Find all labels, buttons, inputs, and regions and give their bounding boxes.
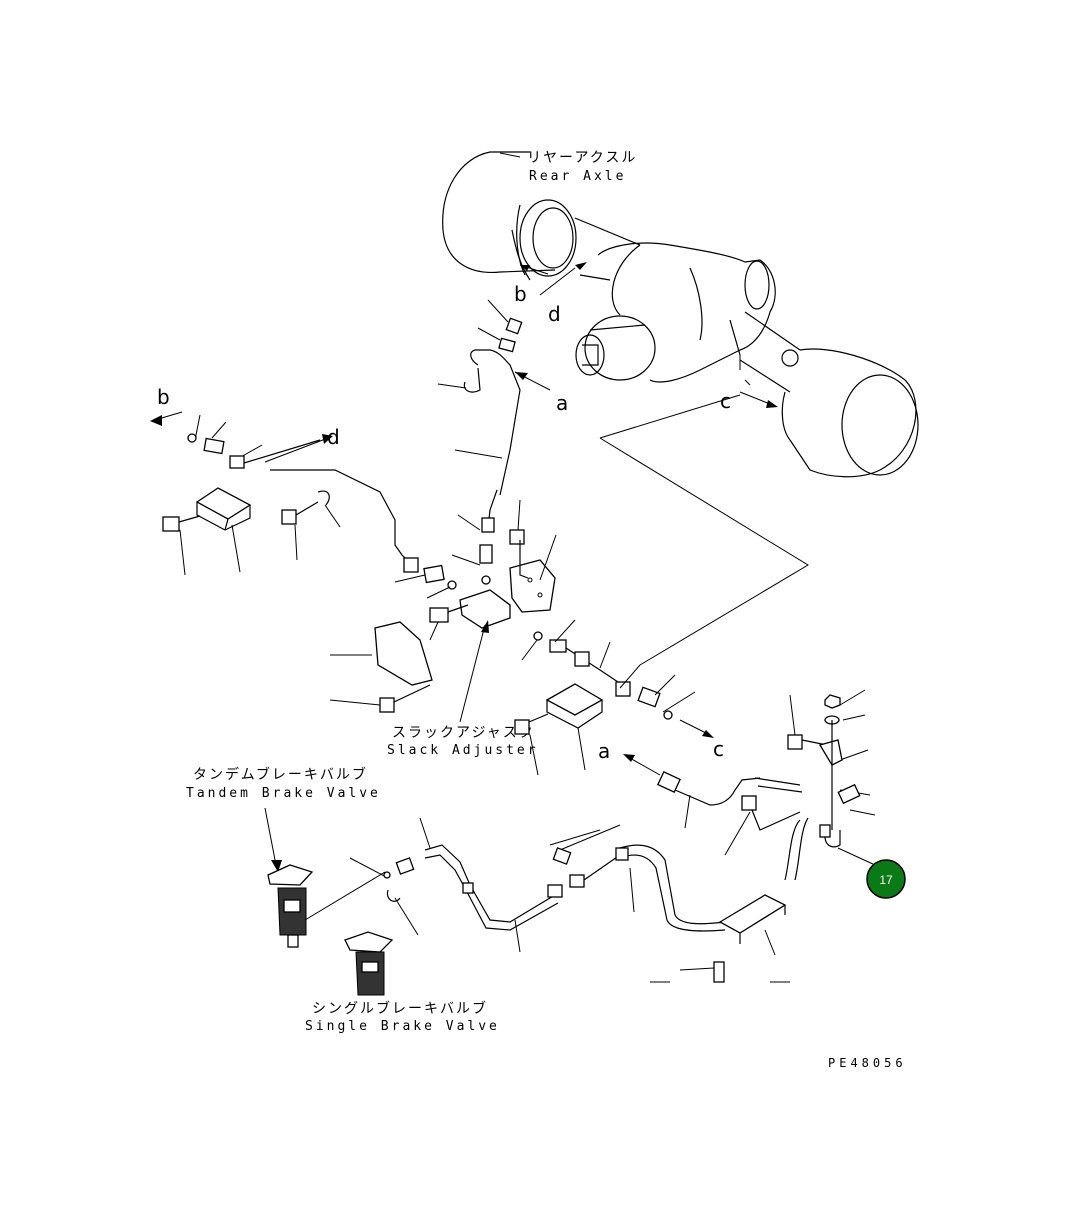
rear-axle-label-en: Rear Axle	[529, 169, 626, 184]
tandem-brake-valve-label-en: Tandem Brake Valve	[186, 786, 381, 801]
callout-17-number: 17	[879, 873, 893, 887]
lower-piping: a	[598, 739, 803, 856]
letter-b-axle: b	[514, 282, 527, 306]
letter-d-left: d	[327, 425, 340, 449]
letter-c-lower: c	[713, 737, 724, 761]
rear-axle-label-jp: リヤーアクスル	[527, 150, 637, 166]
single-brake-valve: シングルブレーキバルブ Single Brake Valve	[305, 931, 500, 1034]
letter-d-axle: d	[548, 302, 561, 326]
letter-a-lower: a	[598, 739, 610, 763]
letter-b-left: b	[157, 385, 170, 409]
letter-c-axle: c	[720, 389, 731, 413]
slack-adjuster-label-jp: スラックアジャスタ	[392, 725, 535, 741]
tandem-brake-valve-label-jp: タンデムブレーキバルブ	[193, 766, 368, 783]
drawing-code: PE48056	[828, 1056, 907, 1070]
letter-a-axle: a	[556, 391, 568, 415]
tandem-brake-valve: タンデムブレーキバルブ Tandem Brake Valve	[186, 766, 386, 948]
callout-17-badge[interactable]: 17	[866, 859, 906, 899]
guide-line	[599, 394, 809, 666]
callout-17-leader	[837, 847, 876, 866]
right-side-clamp-assembly	[784, 689, 876, 881]
left-upper-piping: b d	[150, 385, 419, 576]
single-brake-valve-label-jp: シングルブレーキバルブ	[312, 1000, 488, 1017]
bottom-brake-line	[349, 817, 790, 983]
rear-axle-drawing: リヤーアクスル Rear Axle b d c	[442, 150, 919, 478]
slack-adjuster-label-en: Slack Adjuster	[387, 743, 539, 758]
right-middle-piping: c	[514, 619, 724, 776]
single-brake-valve-label-en: Single Brake Valve	[305, 1019, 500, 1034]
slack-adjuster-assembly: スラックアジャスタ Slack Adjuster	[329, 499, 557, 758]
upper-brake-hose: a	[437, 299, 568, 533]
